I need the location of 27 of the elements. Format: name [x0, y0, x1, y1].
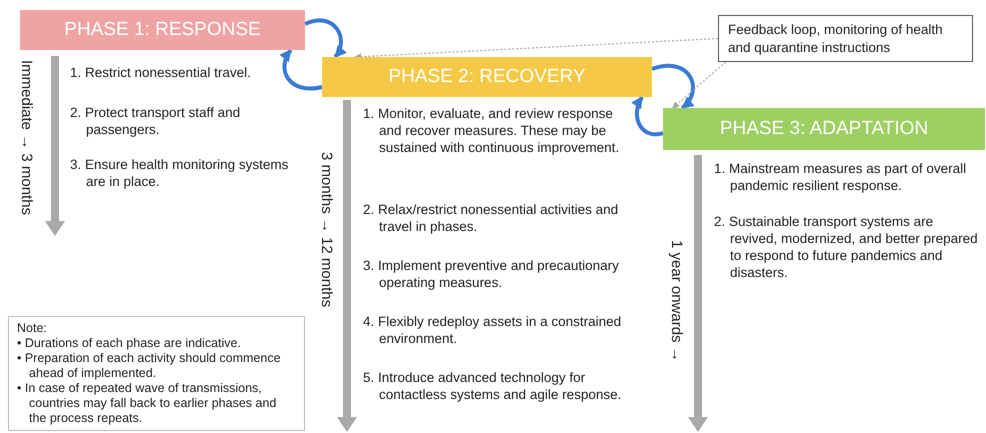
- note-heading: Note:: [17, 321, 48, 336]
- list-item: 1. Monitor, evaluate, and review response and recover measures. These may be sustained with continuous improvement.: [363, 105, 620, 156]
- list-item: 4. Flexibly redeploy assets in a constrained environment.: [363, 313, 622, 347]
- duration-label: 1 year onwards →: [668, 240, 685, 362]
- callout-box: Feedback loop, monitoring of health and quarantine instructions: [718, 15, 973, 62]
- cycle-arrow: [632, 96, 664, 136]
- list-item: 5. Introduce advanced technology for contactless systems and agile response.: [363, 369, 622, 403]
- list-item: 2. Protect transport staff and passengers.: [70, 104, 242, 138]
- list-item: 1. Restrict nonessential travel.: [70, 64, 252, 81]
- note-item: • Preparation of each activity should commence ahead of implemented.: [17, 351, 282, 381]
- cycle-arrow: [651, 64, 695, 110]
- phase-banner: PHASE 3: ADAPTATION: [663, 108, 985, 150]
- list-item: 3. Ensure health monitoring systems are in place.: [70, 156, 290, 190]
- phase-banner: PHASE 2: RECOVERY: [322, 57, 652, 97]
- note-box: [8, 316, 305, 431]
- cycle-arrow: [280, 48, 322, 90]
- list-item: 3. Implement preventive and precautionary operating measures.: [363, 257, 620, 291]
- list-item: 1. Mainstream measures as part of overall pandemic resilient response.: [714, 160, 968, 194]
- note-item: • In case of repeated wave of transmissions, countries may fall back to earlier phases and the process repeats.: [17, 381, 278, 426]
- list-item: 2. Sustainable transport systems are revived, modernized, and better prepared to respond to future pandemics and disasters.: [714, 213, 979, 281]
- list-item: 2. Relax/restrict nonessential activities and travel in phases.: [363, 201, 620, 235]
- phase-banner: PHASE 1: RESPONSE: [20, 10, 305, 50]
- duration-label: Immediate → 3 months: [18, 60, 35, 216]
- duration-label: 3 months → 12 months: [318, 152, 335, 308]
- note-item: • Durations of each phase are indicative.: [17, 336, 242, 351]
- cycle-arrow: [304, 18, 346, 58]
- leader-line: [672, 62, 726, 108]
